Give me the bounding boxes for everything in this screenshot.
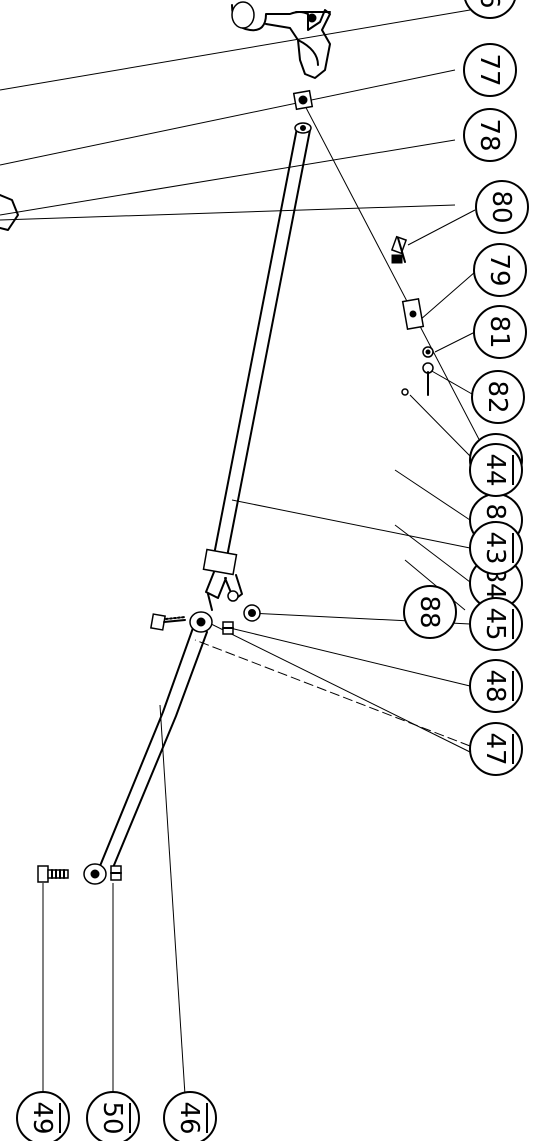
center-joint bbox=[202, 548, 261, 635]
callout-77: 77 bbox=[463, 43, 517, 97]
svg-text:45: 45 bbox=[480, 607, 510, 640]
callout-88: 88 bbox=[403, 585, 457, 639]
svg-text:88: 88 bbox=[414, 595, 444, 628]
part-47 bbox=[150, 613, 186, 631]
callout-50: 50 bbox=[86, 1091, 140, 1141]
callout-82: 82 bbox=[471, 370, 525, 424]
callout-47: 47 bbox=[469, 722, 523, 776]
callout-80: 80 bbox=[475, 180, 529, 234]
callout-45: 45 bbox=[469, 597, 523, 651]
svg-text:79: 79 bbox=[484, 253, 514, 286]
svg-text:80: 80 bbox=[486, 190, 516, 223]
part-79 bbox=[401, 297, 425, 331]
callout-44: 44 bbox=[469, 443, 523, 497]
callout-79: 79 bbox=[473, 243, 527, 297]
svg-text:46: 46 bbox=[174, 1101, 204, 1134]
svg-text:44: 44 bbox=[480, 453, 510, 486]
callout-43: 43 bbox=[469, 521, 523, 575]
svg-text:76: 76 bbox=[474, 0, 504, 9]
part-43 bbox=[212, 122, 312, 563]
svg-text:77: 77 bbox=[474, 53, 504, 86]
callout-76: 76 bbox=[464, 0, 516, 19]
svg-text:82: 82 bbox=[482, 380, 512, 413]
callout-46: 46 bbox=[163, 1091, 217, 1141]
callout-48: 48 bbox=[469, 659, 523, 713]
leader-lines bbox=[0, 9, 496, 1096]
part-50 bbox=[110, 865, 122, 881]
part-82 bbox=[422, 362, 434, 396]
part-45 bbox=[243, 604, 261, 622]
part-80 bbox=[390, 235, 408, 264]
part-46 bbox=[83, 611, 213, 885]
knob-assembly bbox=[231, 1, 331, 79]
callout-78: 78 bbox=[463, 108, 517, 162]
svg-text:50: 50 bbox=[97, 1101, 127, 1134]
svg-text:48: 48 bbox=[480, 669, 510, 702]
svg-text:43: 43 bbox=[480, 531, 510, 564]
callout-81: 81 bbox=[473, 305, 527, 359]
part-44 bbox=[292, 89, 314, 111]
svg-text:81: 81 bbox=[484, 315, 514, 348]
upper-small-parts bbox=[0, 194, 434, 396]
callout-49: 49 bbox=[16, 1091, 70, 1141]
part-48 bbox=[222, 621, 234, 635]
part-81 bbox=[422, 346, 434, 358]
svg-text:47: 47 bbox=[480, 732, 510, 765]
part-49 bbox=[37, 865, 69, 883]
svg-text:78: 78 bbox=[474, 118, 504, 151]
svg-text:49: 49 bbox=[27, 1101, 57, 1134]
